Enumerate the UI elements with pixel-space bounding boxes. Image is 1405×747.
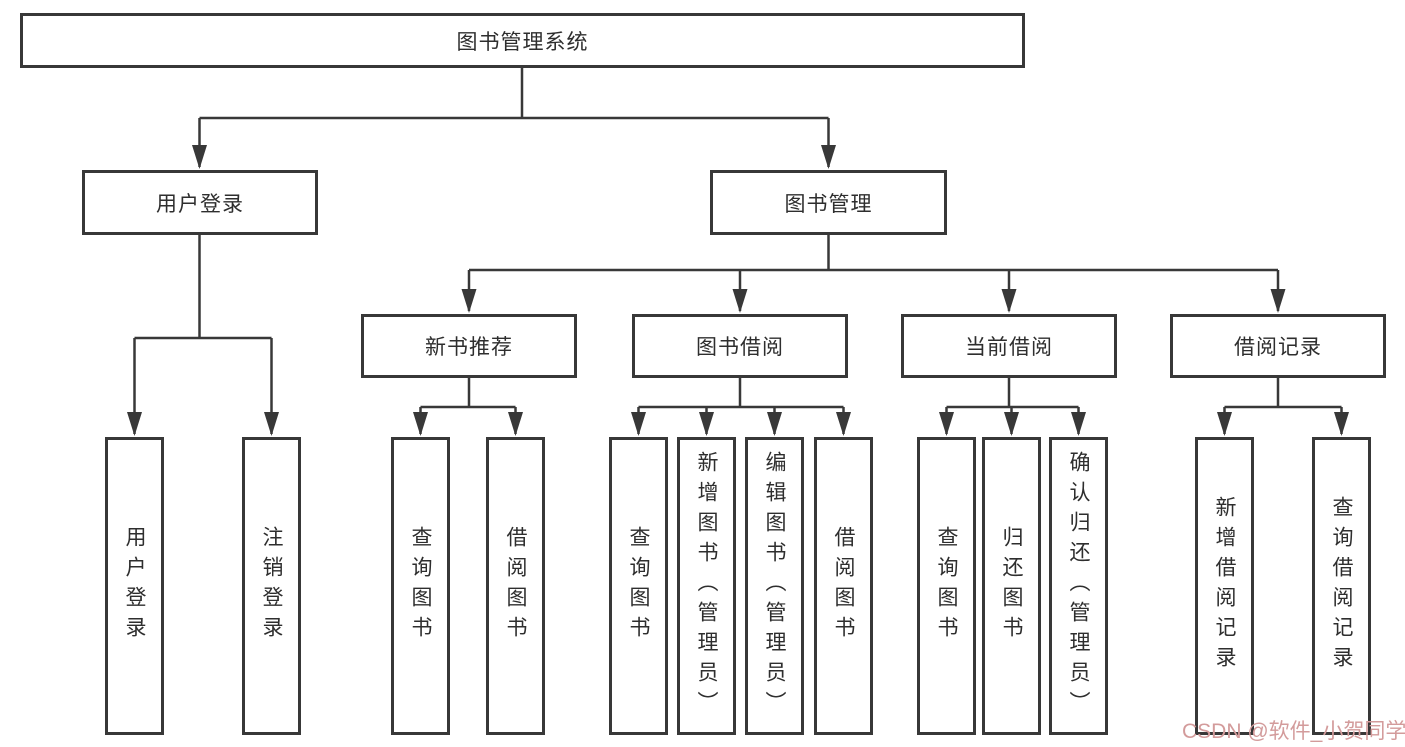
leaf-edit-books-admin: 编辑图书（管理员）	[745, 437, 804, 735]
tree-trunk-lines	[134, 68, 1342, 409]
arrow-lines	[127, 118, 1349, 436]
leaf-confirm-return-admin: 确认归还（管理员）	[1049, 437, 1108, 735]
csdn-watermark: CSDN @软件_小贺同学	[1182, 720, 1405, 743]
leaf-user-login: 用户登录	[105, 437, 164, 735]
leaf-borrow-books-borrowing: 借阅图书	[814, 437, 873, 735]
node-library-management-system: 图书管理系统	[20, 13, 1025, 68]
leaf-return-books: 归还图书	[982, 437, 1041, 735]
leaf-query-books-current: 查询图书	[917, 437, 976, 735]
leaf-query-borrow-record: 查询借阅记录	[1312, 437, 1371, 735]
leaf-add-borrow-record: 新增借阅记录	[1195, 437, 1254, 735]
leaf-add-books-admin: 新增图书（管理员）	[677, 437, 736, 735]
leaf-query-books-borrowing: 查询图书	[609, 437, 668, 735]
node-borrowing-records: 借阅记录	[1170, 314, 1386, 378]
node-current-borrowing: 当前借阅	[901, 314, 1117, 378]
leaf-borrow-books-recommend: 借阅图书	[486, 437, 545, 735]
leaf-query-books-recommend: 查询图书	[391, 437, 450, 735]
node-book-borrowing: 图书借阅	[632, 314, 848, 378]
node-user-login: 用户登录	[82, 170, 318, 235]
leaf-logout-login: 注销登录	[242, 437, 301, 735]
node-book-management: 图书管理	[710, 170, 947, 235]
node-new-book-recommend: 新书推荐	[361, 314, 577, 378]
